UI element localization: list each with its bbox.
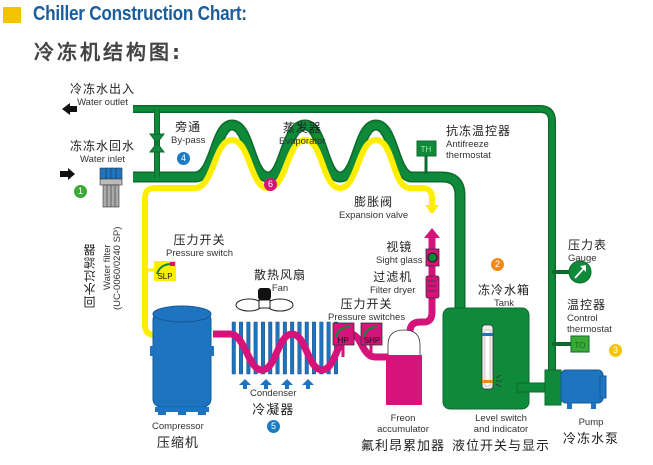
condenser-fin — [297, 321, 302, 375]
condenser-fin — [290, 321, 295, 375]
badge-4: 4 — [177, 152, 190, 165]
control-thermostat-label: 温控器 Control thermostat — [567, 298, 612, 335]
filter-dryer-label: 过滤机 Filter dryer — [370, 270, 416, 296]
freon-accumulator-label: Freon accumulator 氟利昂累加器 — [361, 413, 446, 454]
level-switch-label: Level switch and indicator 液位开关与显示 — [452, 413, 551, 454]
badge-2: 2 — [491, 258, 504, 271]
th-tag: TH — [421, 145, 432, 154]
evaporator-water-pipe — [133, 119, 466, 312]
title-english: Chiller Construction Chart: — [33, 3, 247, 25]
tank-label: 冻冷水箱 Tank — [478, 283, 531, 309]
condenser-fin — [253, 321, 258, 375]
to-tag: TO — [575, 341, 586, 350]
bypass-label: 旁通 By-pass — [171, 120, 206, 146]
water-filter — [99, 167, 123, 208]
pump-label: Pump 冷冻水泵 — [563, 417, 620, 447]
pressure-switches-label: 压力开关 Pressure switches — [328, 297, 406, 323]
condenser-fin — [319, 321, 324, 375]
air-flow-arrow-icon — [281, 379, 293, 389]
condenser-fin — [282, 321, 287, 375]
fan-label: 散热风扇 Fan — [254, 268, 307, 294]
air-flow-arrow-icon — [239, 379, 251, 389]
condenser-fin — [231, 321, 236, 375]
water-outlet-arrow — [62, 103, 77, 115]
badge-5: 5 — [267, 420, 280, 433]
header-accent-square — [3, 7, 21, 23]
title-chinese: 冷冻机结构图: — [34, 40, 183, 64]
condenser-fin — [312, 321, 316, 375]
sight-glass — [425, 248, 440, 267]
high-pressure-switches: HP SHP — [332, 322, 383, 357]
water-inlet-arrow — [60, 168, 75, 180]
water-filter-model: (UC-0060/0240 SP) — [112, 226, 123, 310]
water-outlet-pipe — [133, 105, 556, 400]
water-tank — [442, 307, 548, 410]
sight-glass-label: 视镜 Sight glass — [376, 240, 423, 266]
air-flow-arrows — [239, 379, 314, 389]
shp-tag: SHP — [364, 336, 380, 345]
water-filter-cn: 回水过滤器 — [83, 243, 97, 308]
filter-dryer — [425, 275, 440, 299]
condenser-fin — [261, 321, 265, 375]
air-flow-arrow-icon — [302, 379, 314, 389]
condenser-label: Condenser 冷凝器 — [250, 388, 297, 418]
low-pressure-switch: SLP — [145, 261, 176, 281]
hp-tag: HP — [337, 336, 348, 345]
slp-tag: SLP — [157, 272, 172, 281]
compressor-label: Compressor 压缩机 — [152, 421, 204, 451]
freon-accumulator — [386, 329, 422, 405]
gauge-label: 压力表 Gauge — [568, 238, 608, 264]
antifreeze-thermostat-label: 抗冻温控器 Antifreeze thermostat — [446, 124, 512, 161]
badge-6: 6 — [264, 178, 277, 191]
evaporator-label: 蒸发器 Evaporator — [279, 121, 326, 147]
condenser-fan — [235, 288, 294, 312]
control-thermostat: TO — [552, 335, 590, 353]
chilled-water-pump — [544, 369, 607, 409]
pressure-switch-label: 压力开关 Pressure switch — [166, 233, 234, 259]
water-inlet-label: 冻冻水回水 Water inlet — [70, 139, 136, 165]
compressor — [150, 305, 214, 415]
condenser-fin — [326, 321, 331, 375]
badge-3: 3 — [609, 344, 622, 357]
bypass-pipe — [148, 109, 166, 177]
badge-1: 1 — [74, 185, 87, 198]
antifreeze-thermostat: TH — [416, 140, 437, 174]
refrigerant-low-pressure-line — [142, 136, 439, 338]
air-flow-arrow-icon — [260, 379, 272, 389]
expansion-valve-label: 膨胀阀 Expansion valve — [339, 195, 409, 221]
water-outlet-label: 冷冻水出入 Water outlet — [70, 82, 136, 108]
condenser-fin — [268, 321, 273, 375]
pressure-gauge — [552, 260, 592, 284]
